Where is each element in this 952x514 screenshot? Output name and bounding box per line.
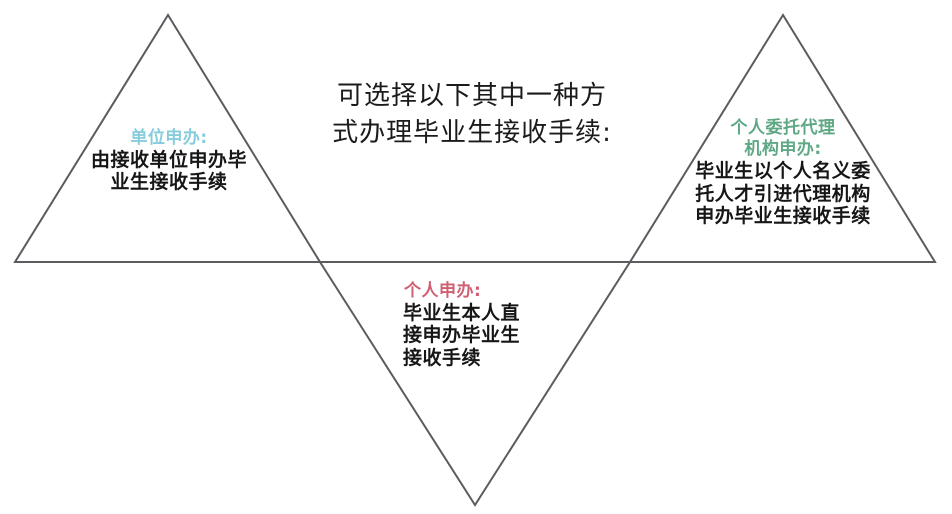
page-title-line-2: 式办理毕业生接收手续: [332,117,612,148]
left-triangle-shape[interactable] [15,15,320,262]
option-left-text: 单位申办: 由接收单位申办毕 业生接收手续 [62,128,276,194]
option-right-heading: 个人委托代理 [668,118,898,138]
bottom-triangle-shape[interactable] [320,262,630,505]
option-right-body-line-1: 毕业生以个人名义委 [695,160,871,183]
right-triangle-shape[interactable] [630,15,935,262]
option-right-body-line-2: 托人才引进代理机构 [695,182,871,205]
option-bottom-body-line-2: 接申办毕业生 [403,324,521,347]
option-right-heading-2: 机构申办: [668,139,898,159]
option-right-body-line-3: 申办毕业生接收手续 [695,204,871,227]
page-title: 可选择以下其中一种方 式办理毕业生接收手续: [292,78,652,152]
option-bottom-heading: 个人申办: [381,281,571,301]
option-left-heading: 单位申办: [62,128,276,148]
option-right-heading-line-1: 个人委托代理 [730,118,836,138]
option-left-body: 由接收单位申办毕 业生接收手续 [62,149,276,194]
option-left-body-line-2: 业生接收手续 [110,171,228,194]
option-bottom-heading-label: 个人申办: [404,281,482,301]
option-bottom-body: 毕业生本人直 接申办毕业生 接收手续 [381,302,571,369]
option-left-body-line-1: 由接收单位申办毕 [90,149,247,172]
option-bottom-text: 个人申办: 毕业生本人直 接申办毕业生 接收手续 [381,281,571,369]
option-right-body: 毕业生以个人名义委 托人才引进代理机构 申办毕业生接收手续 [668,160,898,227]
option-right-heading-line-2: 机构申办: [744,139,822,160]
option-bottom-body-line-3: 接收手续 [403,346,482,369]
option-right-text: 个人委托代理 机构申办: 毕业生以个人名义委 托人才引进代理机构 申办毕业生接收… [668,118,898,227]
option-left-heading-label: 单位申办: [130,128,208,148]
page-title-line-1: 可选择以下其中一种方 [336,81,607,111]
option-bottom-body-line-1: 毕业生本人直 [403,302,521,325]
